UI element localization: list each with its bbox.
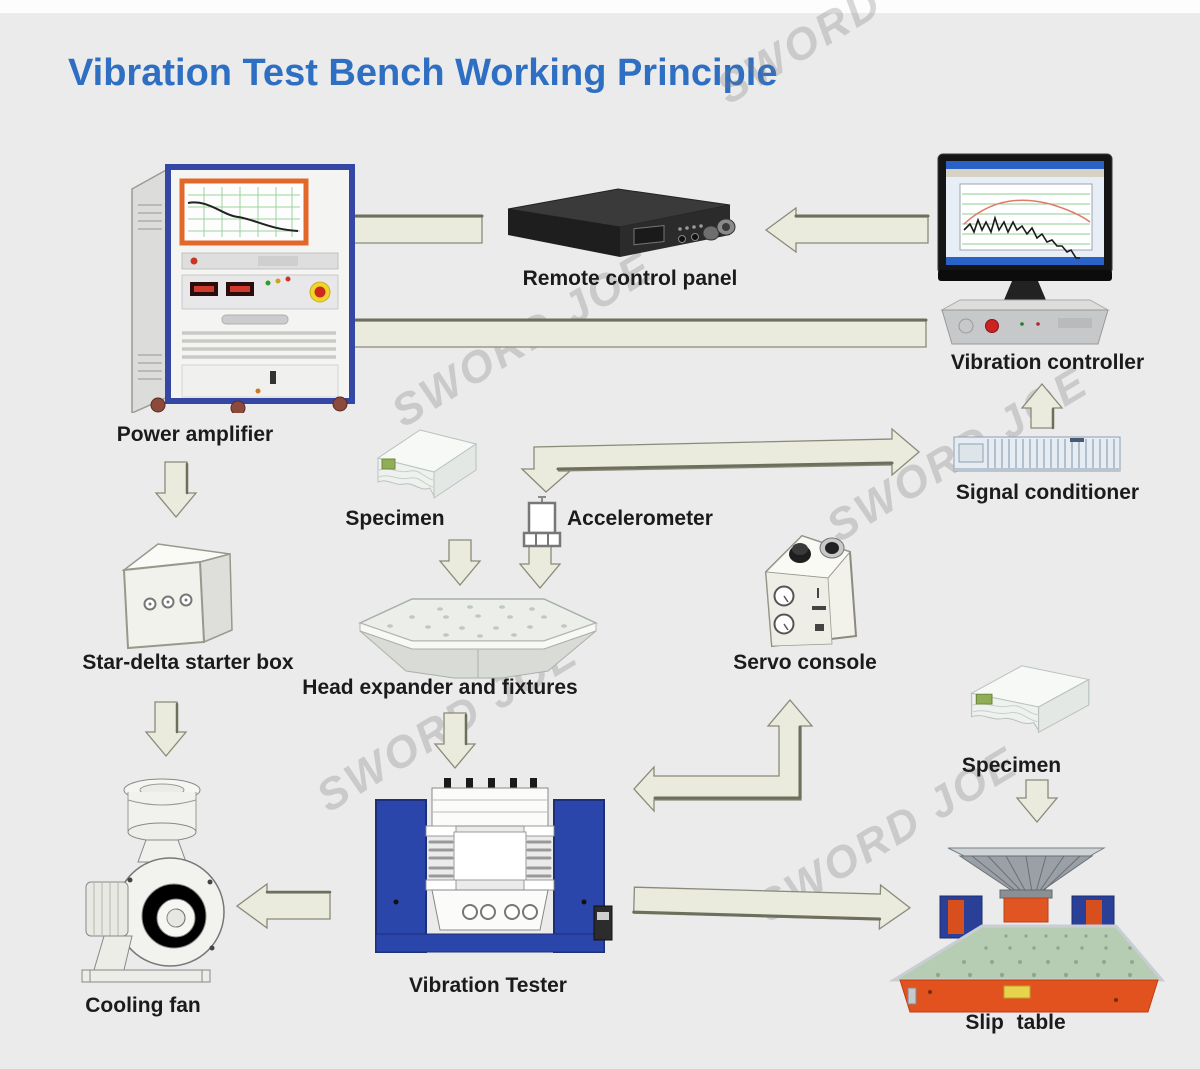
slip-table-label: Slip table [965,1011,1066,1034]
arrow-specimen-to-sliptable [1015,779,1059,824]
specimen-right-label: Specimen [961,754,1062,777]
page-title: Vibration Test Bench Working Principle [68,52,778,94]
signal-conditioner-image [952,432,1124,476]
arrow-accelerometer-to-conditioner [520,427,921,493]
signal-conditioner-label: Signal conditioner [955,481,1140,504]
vibration-controller-image [930,152,1120,348]
star-delta-starter-box-label: Star-delta starter box [82,651,294,674]
arrow-bevel [632,910,882,921]
arrow-bevel [556,461,894,471]
specimen-left-image [370,422,482,516]
power-amplifier-label: Power amplifier [116,423,274,446]
vibration-tester-image [366,776,614,970]
specimen-left-label: Specimen [345,507,445,530]
arrow-bevel [653,725,802,800]
slip-table-image [886,830,1170,1014]
arrow-amplifier-to-starter [154,461,198,519]
arrow-starter-to-fan [144,701,188,758]
servo-console-label: Servo console [733,651,877,674]
arrow-controller-to-remote [764,206,929,254]
cooling-fan-label: Cooling fan [85,994,201,1017]
head-expander-image [350,583,604,681]
accelerometer-image [518,496,566,550]
accelerometer-label: Accelerometer [567,507,713,530]
vibration-tester-label: Vibration Tester [409,974,567,997]
servo-console-image [736,526,866,652]
vibration-controller-label: Vibration controller [950,351,1145,374]
remote-control-panel-image [498,183,738,263]
arrow-expander-to-tester [433,712,477,770]
arrow-tester-to-sliptable [633,883,912,931]
arrow-tester-to-fan [235,882,331,930]
arrow-specimen-to-expander [438,539,482,587]
cooling-fan-image [70,770,238,990]
remote-control-panel-label: Remote control panel [522,267,738,290]
arrow-conditioner-to-controller [1020,382,1064,429]
top-white-strip [0,0,1200,13]
arrow-tester-to-servo [633,698,814,813]
power-amplifier-image [118,155,358,413]
specimen-right-image [962,658,1096,750]
star-delta-starter-box-image [112,526,236,654]
head-expander-label: Head expander and fixtures [302,676,578,699]
